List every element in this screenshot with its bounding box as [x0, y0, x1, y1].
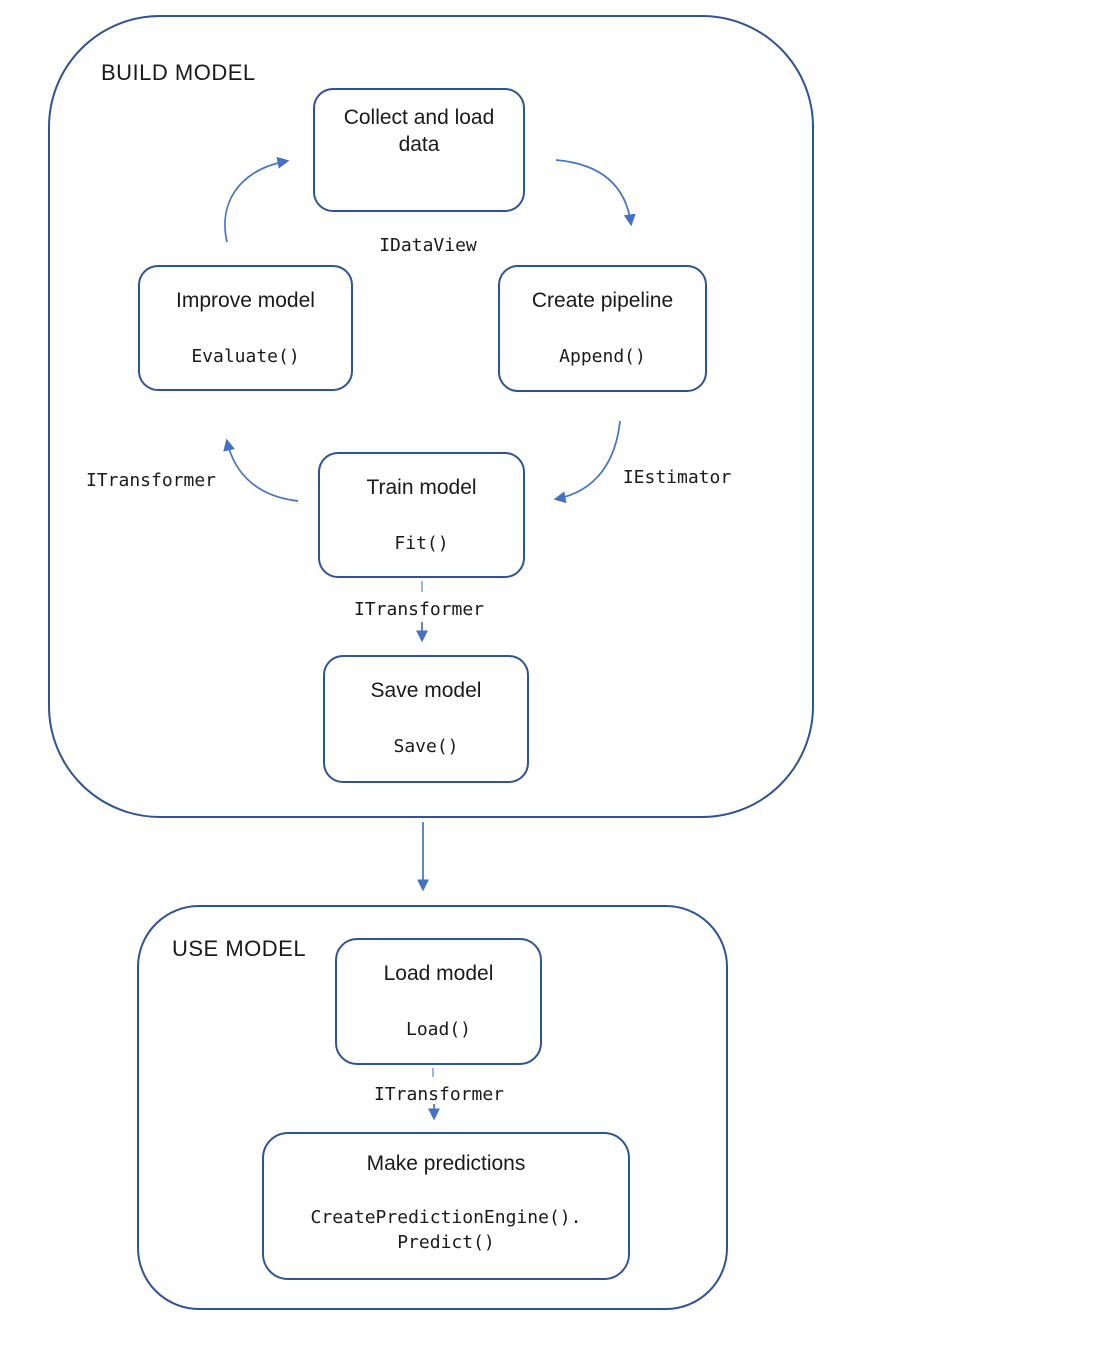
node-title: Load model [383, 962, 494, 985]
edge-label-itransformer-middle: ITransformer [353, 599, 485, 620]
node-code: Load() [405, 1019, 472, 1040]
node-code: Append() [559, 346, 646, 367]
edge-label-iestimator: IEstimator [622, 467, 732, 488]
node-code: Save() [393, 736, 459, 757]
node-make-predictions: Make predictions CreatePredictionEngine(… [262, 1132, 630, 1280]
node-code: CreatePredictionEngine(). Predict() [311, 1205, 582, 1255]
node-code-line-1: CreatePredictionEngine(). [310, 1207, 582, 1228]
use-model-container [137, 905, 728, 1310]
node-code-line-2: Predict() [397, 1232, 495, 1253]
edge-label-itransformer-left: ITransformer [85, 470, 217, 491]
node-improve-model: Improve model Evaluate() [138, 265, 353, 391]
node-create-pipeline: Create pipeline Append() [498, 265, 707, 392]
node-train-model: Train model Fit() [318, 452, 525, 578]
node-title: Collect and load data [343, 106, 495, 156]
node-title: Create pipeline [531, 289, 674, 312]
node-load-model: Load model Load() [335, 938, 542, 1065]
node-code: Evaluate() [191, 346, 300, 367]
build-model-section-label: BUILD MODEL [101, 60, 256, 85]
edge-label-itransformer-use: ITransformer [373, 1084, 505, 1105]
node-save-model: Save model Save() [323, 655, 529, 783]
node-title: Save model [370, 679, 482, 702]
node-code: Fit() [394, 533, 449, 554]
node-title: Train model [366, 476, 477, 499]
build-model-container [48, 15, 814, 818]
use-model-section-label: USE MODEL [172, 936, 307, 961]
node-title: Make predictions [366, 1152, 526, 1175]
node-title: Improve model [176, 289, 315, 312]
node-collect-and-load-data: Collect and load data [313, 88, 525, 212]
edge-label-idataview: IDataView [379, 235, 477, 256]
